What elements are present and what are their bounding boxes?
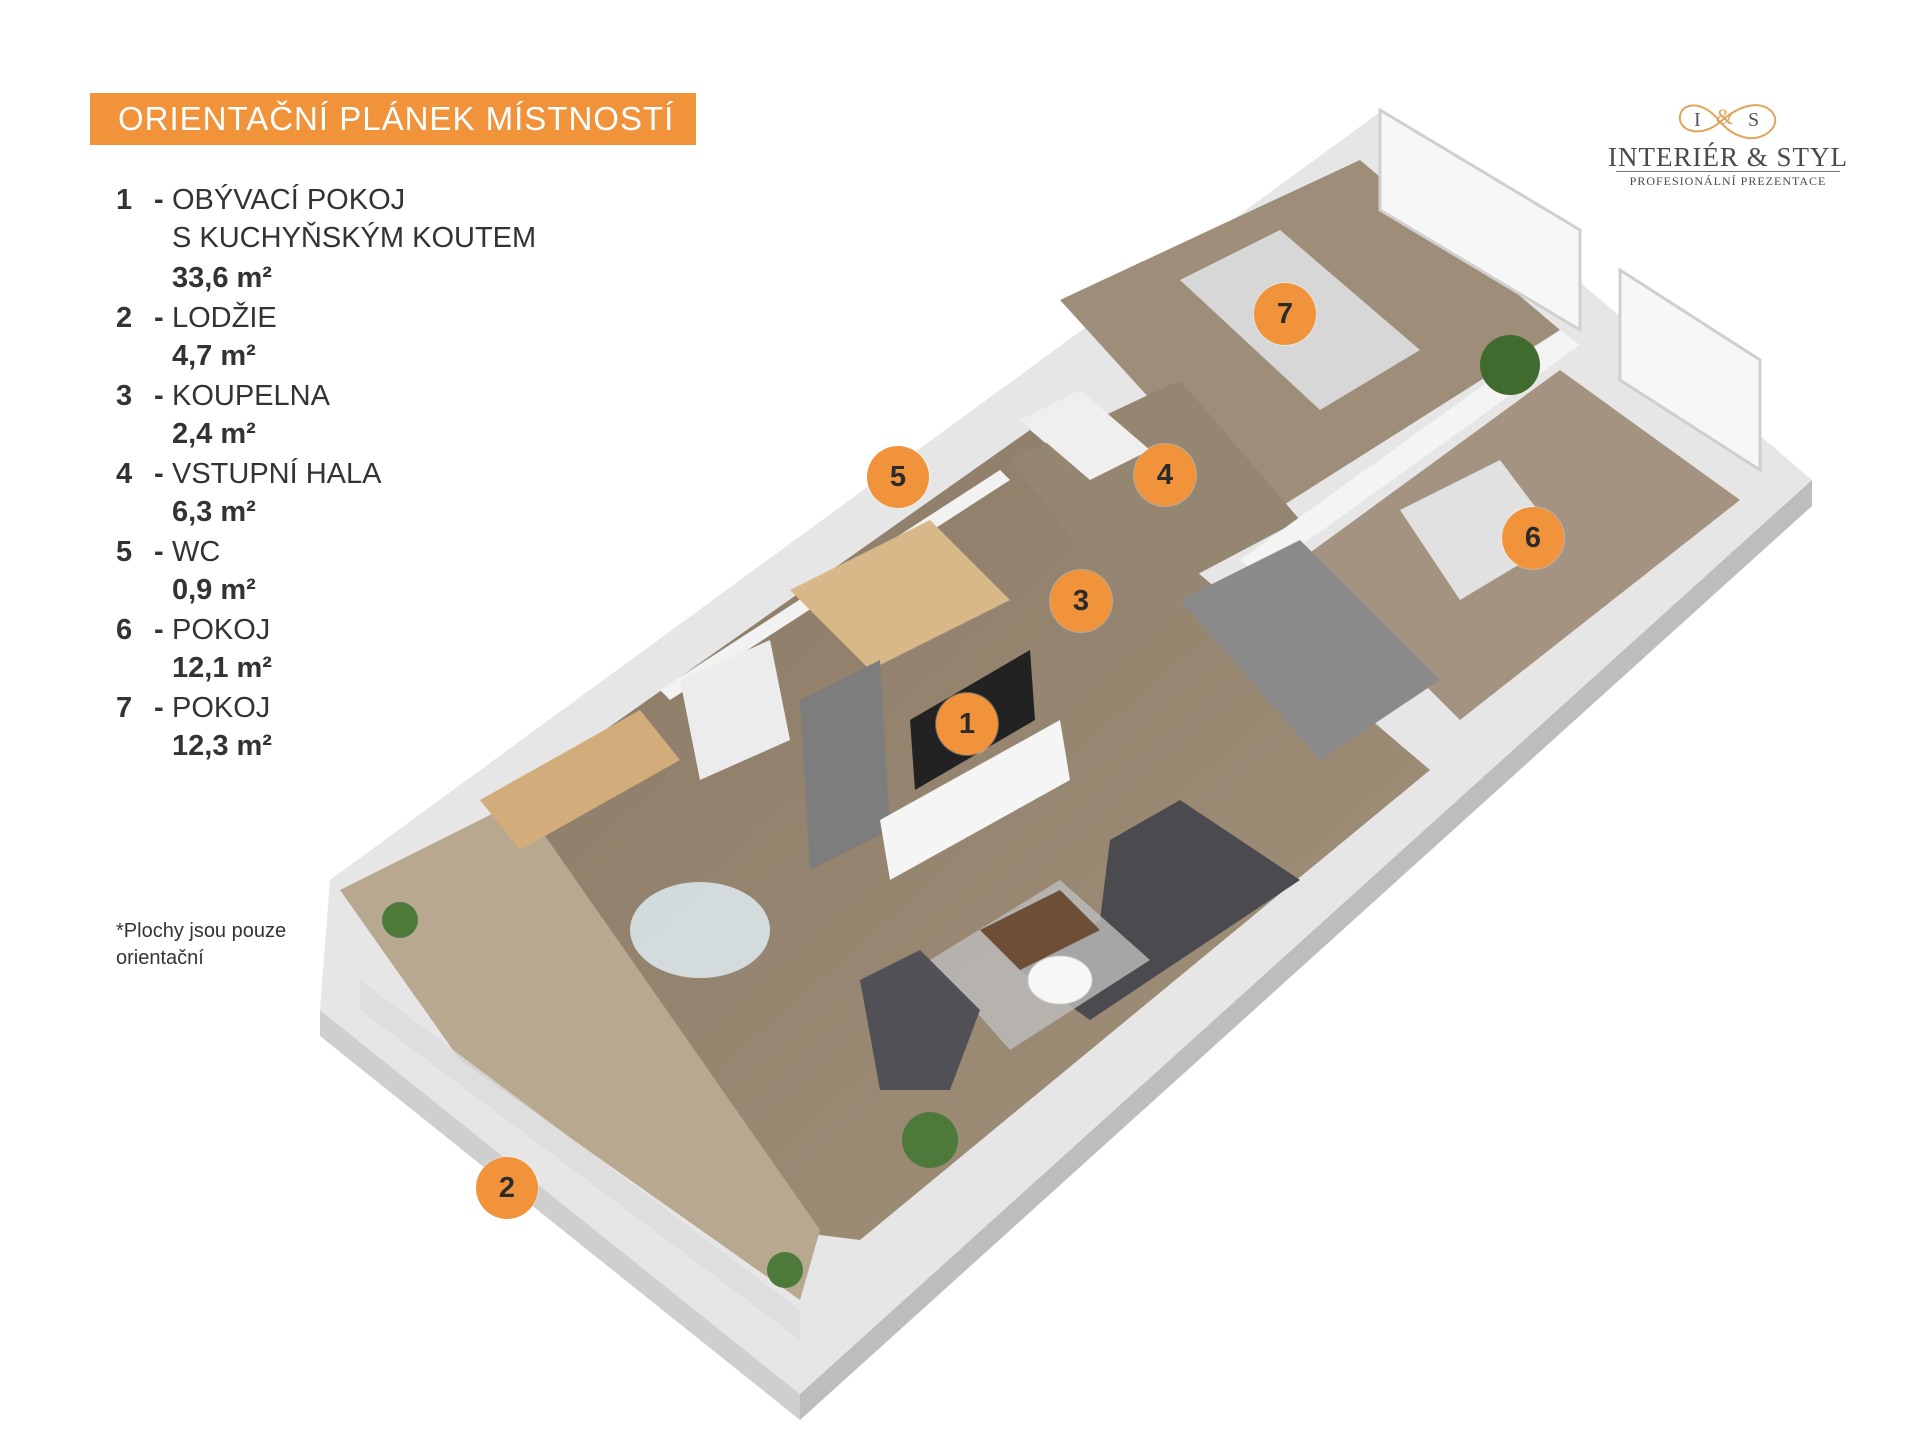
living-room-floor <box>520 430 1430 1240</box>
legend-room-name: POKOJ <box>172 614 271 646</box>
legend-number: 6 <box>116 614 133 646</box>
legend-number: 3 <box>116 380 133 412</box>
plant-3 <box>767 1252 803 1288</box>
room-marker-label: 6 <box>1524 521 1542 554</box>
room-marker-label: 5 <box>889 460 907 493</box>
legend-item-6: 6 - POKOJ 12,1 m² <box>116 610 586 688</box>
legend-room-name: OBÝVACÍ POKOJ <box>172 184 406 216</box>
legend-room-area: 4,7 m² <box>172 340 256 372</box>
company-logo: I & S INTERIÉR & STYL PROFESIONÁLNÍ PREZ… <box>1608 92 1848 192</box>
legend-room-area: 0,9 m² <box>172 574 256 606</box>
wardrobe <box>1180 540 1440 760</box>
room-marker-2: 2 <box>476 1157 538 1219</box>
legend-item-1: 1 - OBÝVACÍ POKOJ S KUCHYŇSKÝM KOUTEM 33… <box>116 180 586 298</box>
legend-item-3: 3 - KOUPELNA 2,4 m² <box>116 376 586 454</box>
loggia-floor <box>340 800 820 1300</box>
logo-tagline: PROFESIONÁLNÍ PREZENTACE <box>1629 174 1827 188</box>
legend-dash: - <box>154 692 164 724</box>
room-marker-1: 1 <box>936 693 998 755</box>
page-title-text: ORIENTAČNÍ PLÁNEK MÍSTNOSTÍ <box>118 100 675 137</box>
room-marker-label: 1 <box>958 707 976 740</box>
legend-item-2: 2 - LODŽIE 4,7 m² <box>116 298 586 376</box>
room-legend: 1 - OBÝVACÍ POKOJ S KUCHYŇSKÝM KOUTEM 33… <box>116 180 586 766</box>
logo-name: INTERIÉR & STYL <box>1608 142 1848 172</box>
kitchen-island <box>680 640 790 780</box>
apartment-side-wall <box>320 1010 800 1420</box>
wall-bedrooms <box>1240 330 1580 575</box>
legend-number: 2 <box>116 302 133 334</box>
legend-dash: - <box>154 302 164 334</box>
kitchen-counter <box>790 520 1010 670</box>
legend-room-name: POKOJ <box>172 692 271 724</box>
coffee-table <box>980 890 1100 970</box>
page-title: ORIENTAČNÍ PLÁNEK MÍSTNOSTÍ <box>90 93 696 145</box>
room-marker-label: 7 <box>1276 297 1294 330</box>
logo-letter-left: I <box>1694 109 1701 131</box>
room-marker-label: 4 <box>1156 458 1174 491</box>
legend-dash: - <box>154 458 164 490</box>
logo-letter-right: S <box>1748 109 1759 131</box>
legend-room-name: KOUPELNA <box>172 380 330 412</box>
room-marker-4: 4 <box>1134 444 1196 506</box>
window-bedroom-7 <box>1378 107 1582 333</box>
legend-dash: - <box>154 536 164 568</box>
wall-bath <box>1020 390 1150 480</box>
legend-room-name: WC <box>172 536 221 568</box>
bed-room-6 <box>1400 460 1560 600</box>
tv-unit <box>880 720 1070 880</box>
room-marker-label: 3 <box>1072 584 1090 617</box>
legend-dash: - <box>154 614 164 646</box>
fridge-column <box>800 660 890 870</box>
legend-item-7: 7 - POKOJ 12,3 m² <box>116 688 586 766</box>
legend-room-area: 6,3 m² <box>172 496 256 528</box>
area-disclaimer: *Plochy jsou pouze orientační <box>116 920 287 969</box>
legend-room-name: VSTUPNÍ HALA <box>172 458 382 490</box>
legend-item-5: 5 - WC 0,9 m² <box>116 532 586 610</box>
logo-divider <box>1616 171 1840 172</box>
armchair <box>860 950 980 1090</box>
legend-room-area: 2,4 m² <box>172 418 256 450</box>
kitchen-counter-wood <box>480 710 680 850</box>
apartment-front-wall <box>800 480 1812 1420</box>
legend-room-area: 12,3 m² <box>172 730 272 762</box>
plant-1 <box>902 1112 958 1168</box>
legend-dash: - <box>154 380 164 412</box>
legend-number: 7 <box>116 692 133 724</box>
room-marker-6: 6 <box>1502 507 1564 569</box>
legend-room-area: 33,6 m² <box>172 262 272 294</box>
plant-4 <box>1480 335 1540 395</box>
window-bedroom-6 <box>1618 267 1762 473</box>
logo-monogram-icon: I & S <box>1678 104 1777 140</box>
room-marker-7: 7 <box>1254 283 1316 345</box>
legend-room-area: 12,1 m² <box>172 652 272 684</box>
loggia-railing <box>360 980 800 1340</box>
logo-ampersand: & <box>1716 104 1733 129</box>
legend-number: 5 <box>116 536 133 568</box>
legend-number: 4 <box>116 458 133 490</box>
legend-dash: - <box>154 184 164 216</box>
floor-lamp <box>1027 955 1093 1005</box>
legend-item-4: 4 - VSTUPNÍ HALA 6,3 m² <box>116 454 586 532</box>
room-marker-label: 2 <box>498 1171 516 1204</box>
legend-room-name: LODŽIE <box>172 302 277 334</box>
legend-number: 1 <box>116 184 133 216</box>
room-marker-5: 5 <box>867 446 929 508</box>
plant-2 <box>382 902 418 938</box>
dining-table <box>630 882 770 978</box>
legend-room-name-line2: S KUCHYŇSKÝM KOUTEM <box>172 222 537 254</box>
room-marker-3: 3 <box>1050 570 1112 632</box>
